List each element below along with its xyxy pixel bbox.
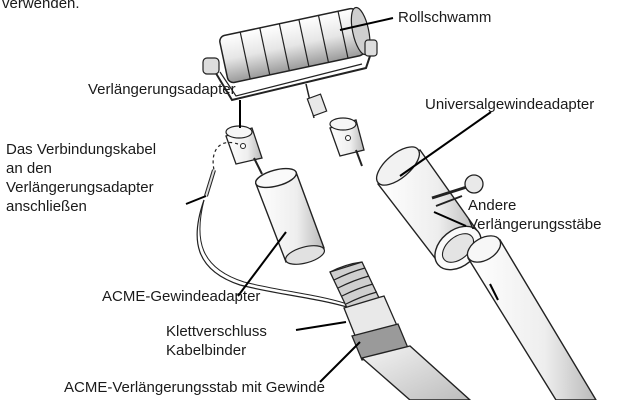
label-verbindungskabel-line: Das Verbindungskabel bbox=[6, 140, 196, 159]
extension-adapter bbox=[226, 126, 262, 174]
label-verlaengerungsadapter: Verlängerungsadapter bbox=[88, 80, 236, 99]
label-universalgewindeadapter: Universalgewindeadapter bbox=[425, 95, 594, 114]
label-andere-staebe-line: Andere bbox=[468, 196, 634, 215]
label-rollschwamm: Rollschwamm bbox=[398, 8, 491, 27]
label-verbindungskabel-line: anschließen bbox=[6, 197, 196, 216]
label-andere-staebe: Andere Verlängerungsstäbe bbox=[468, 196, 634, 234]
acme-threaded-pole bbox=[330, 262, 470, 400]
intro-text-fragment: verwenden. bbox=[2, 0, 80, 13]
roller-sponge bbox=[203, 6, 377, 118]
small-adapter-right bbox=[330, 118, 364, 166]
label-klettverschluss: Klettverschluss Kabelbinder bbox=[166, 322, 306, 360]
label-andere-staebe-line: Verlängerungsstäbe bbox=[468, 215, 634, 234]
acme-thread-adapter bbox=[254, 165, 327, 268]
label-verbindungskabel-line: an den bbox=[6, 159, 196, 178]
label-acme-stab: ACME-Verlängerungsstab mit Gewinde bbox=[64, 378, 325, 397]
label-klettverschluss-line: Klettverschluss bbox=[166, 322, 306, 341]
label-verbindungskabel: Das Verbindungskabel an den Verlängerung… bbox=[6, 140, 196, 216]
label-acme-gewindeadapter: ACME-Gewindeadapter bbox=[102, 287, 260, 306]
label-klettverschluss-line: Kabelbinder bbox=[166, 341, 306, 360]
other-extension-pole bbox=[463, 230, 596, 400]
label-verbindungskabel-line: Verlängerungsadapter bbox=[6, 178, 196, 197]
